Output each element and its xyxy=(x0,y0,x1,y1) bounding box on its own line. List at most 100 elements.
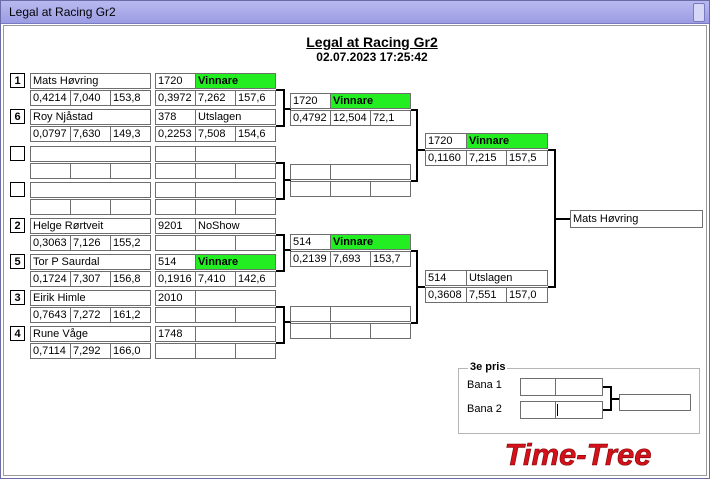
third-place-winner-field[interactable] xyxy=(619,394,691,411)
heat-result-field[interactable]: Vinnare xyxy=(330,93,411,109)
heat-reaction-time-field[interactable]: 0,4792 xyxy=(290,110,331,126)
reaction-time-field[interactable] xyxy=(30,199,71,215)
heat-result-field[interactable]: Utslagen xyxy=(466,270,548,286)
car-number-field[interactable] xyxy=(155,146,196,162)
car-number-field[interactable]: 378 xyxy=(155,109,196,125)
heat-speed-field[interactable] xyxy=(235,343,276,359)
heat-elapsed-time-field[interactable]: 7,551 xyxy=(466,287,507,303)
speed-field[interactable]: 166,0 xyxy=(110,343,151,359)
car-number-field[interactable]: 514 xyxy=(425,270,467,286)
speed-field[interactable]: 161,2 xyxy=(110,307,151,323)
driver-name-field[interactable]: Mats Høvring xyxy=(30,73,151,89)
final-winner-field[interactable]: Mats Høvring xyxy=(570,210,703,228)
driver-name-field[interactable]: Eirik Himle xyxy=(30,290,151,306)
driver-name-field[interactable] xyxy=(30,182,151,198)
heat-elapsed-time-field[interactable]: 7,410 xyxy=(195,271,236,287)
elapsed-time-field[interactable]: 7,292 xyxy=(70,343,111,359)
driver-name-field[interactable] xyxy=(30,146,151,162)
heat-speed-field[interactable] xyxy=(235,307,276,323)
heat-speed-field[interactable]: 154,6 xyxy=(235,126,276,142)
heat-speed-field[interactable]: 72,1 xyxy=(370,110,411,126)
heat-result-field[interactable]: Vinnare xyxy=(195,254,276,270)
heat-speed-field[interactable] xyxy=(235,199,276,215)
resize-grip-icon[interactable] xyxy=(693,3,705,22)
heat-reaction-time-field[interactable] xyxy=(155,199,196,215)
elapsed-time-field[interactable] xyxy=(70,199,111,215)
heat-result-field[interactable] xyxy=(195,326,276,342)
heat-result-field[interactable]: Vinnare xyxy=(330,234,411,250)
lane2-number-field[interactable] xyxy=(520,401,556,419)
reaction-time-field[interactable]: 0,4214 xyxy=(30,90,71,106)
reaction-time-field[interactable]: 0,1724 xyxy=(30,271,71,287)
speed-field[interactable]: 153,8 xyxy=(110,90,151,106)
reaction-time-field[interactable]: 0,0797 xyxy=(30,126,71,142)
car-number-field[interactable]: 514 xyxy=(290,234,331,250)
driver-name-field[interactable]: Roy Njåstad xyxy=(30,109,151,125)
heat-reaction-time-field[interactable]: 0,2253 xyxy=(155,126,196,142)
car-number-field[interactable]: 514 xyxy=(155,254,196,270)
heat-reaction-time-field[interactable] xyxy=(155,343,196,359)
heat-elapsed-time-field[interactable] xyxy=(195,307,236,323)
car-number-field[interactable]: 1748 xyxy=(155,326,196,342)
heat-elapsed-time-field[interactable] xyxy=(330,323,371,339)
speed-field[interactable]: 155,2 xyxy=(110,235,151,251)
heat-result-field[interactable] xyxy=(330,306,411,322)
heat-result-field[interactable] xyxy=(330,164,411,180)
driver-name-field[interactable]: Tor P Saurdal xyxy=(30,254,151,270)
heat-reaction-time-field[interactable] xyxy=(155,307,196,323)
heat-elapsed-time-field[interactable]: 7,693 xyxy=(330,251,371,267)
title-bar[interactable]: Legal at Racing Gr2 xyxy=(1,1,709,24)
heat-result-field[interactable] xyxy=(195,290,276,306)
car-number-field[interactable]: 1720 xyxy=(425,133,467,149)
heat-reaction-time-field[interactable]: 0,3972 xyxy=(155,90,196,106)
heat-speed-field[interactable]: 153,7 xyxy=(370,251,411,267)
driver-name-field[interactable]: Rune Våge xyxy=(30,326,151,342)
heat-elapsed-time-field[interactable] xyxy=(195,199,236,215)
heat-elapsed-time-field[interactable]: 12,504 xyxy=(330,110,371,126)
heat-speed-field[interactable] xyxy=(370,323,411,339)
heat-reaction-time-field[interactable] xyxy=(155,163,196,179)
heat-speed-field[interactable] xyxy=(235,163,276,179)
heat-elapsed-time-field[interactable]: 7,215 xyxy=(466,150,507,166)
heat-result-field[interactable] xyxy=(195,182,276,198)
heat-speed-field[interactable]: 157,5 xyxy=(506,150,548,166)
elapsed-time-field[interactable]: 7,630 xyxy=(70,126,111,142)
reaction-time-field[interactable]: 0,7643 xyxy=(30,307,71,323)
heat-result-field[interactable]: NoShow xyxy=(195,218,276,234)
heat-reaction-time-field[interactable] xyxy=(290,181,331,197)
heat-speed-field[interactable] xyxy=(370,181,411,197)
heat-reaction-time-field[interactable]: 0,3608 xyxy=(425,287,467,303)
elapsed-time-field[interactable]: 7,272 xyxy=(70,307,111,323)
reaction-time-field[interactable]: 0,7114 xyxy=(30,343,71,359)
driver-name-field[interactable]: Helge Rørtveit xyxy=(30,218,151,234)
elapsed-time-field[interactable]: 7,126 xyxy=(70,235,111,251)
heat-result-field[interactable]: Utslagen xyxy=(195,109,276,125)
lane1-result-field[interactable] xyxy=(555,378,603,396)
car-number-field[interactable]: 9201 xyxy=(155,218,196,234)
car-number-field[interactable] xyxy=(290,164,331,180)
heat-speed-field[interactable]: 157,0 xyxy=(506,287,548,303)
elapsed-time-field[interactable]: 7,040 xyxy=(70,90,111,106)
heat-speed-field[interactable] xyxy=(235,235,276,251)
car-number-field[interactable]: 2010 xyxy=(155,290,196,306)
heat-reaction-time-field[interactable]: 0,1916 xyxy=(155,271,196,287)
speed-field[interactable] xyxy=(110,199,151,215)
heat-elapsed-time-field[interactable]: 7,508 xyxy=(195,126,236,142)
car-number-field[interactable]: 1720 xyxy=(290,93,331,109)
heat-reaction-time-field[interactable] xyxy=(290,323,331,339)
lane1-number-field[interactable] xyxy=(520,378,556,396)
heat-elapsed-time-field[interactable] xyxy=(195,343,236,359)
reaction-time-field[interactable]: 0,3063 xyxy=(30,235,71,251)
heat-elapsed-time-field[interactable] xyxy=(330,181,371,197)
heat-elapsed-time-field[interactable] xyxy=(195,163,236,179)
heat-reaction-time-field[interactable]: 0,2139 xyxy=(290,251,331,267)
heat-reaction-time-field[interactable]: 0,1160 xyxy=(425,150,467,166)
elapsed-time-field[interactable]: 7,307 xyxy=(70,271,111,287)
car-number-field[interactable]: 1720 xyxy=(155,73,196,89)
heat-speed-field[interactable]: 157,6 xyxy=(235,90,276,106)
heat-elapsed-time-field[interactable]: 7,262 xyxy=(195,90,236,106)
car-number-field[interactable] xyxy=(155,182,196,198)
heat-elapsed-time-field[interactable] xyxy=(195,235,236,251)
car-number-field[interactable] xyxy=(290,306,331,322)
speed-field[interactable]: 156,8 xyxy=(110,271,151,287)
